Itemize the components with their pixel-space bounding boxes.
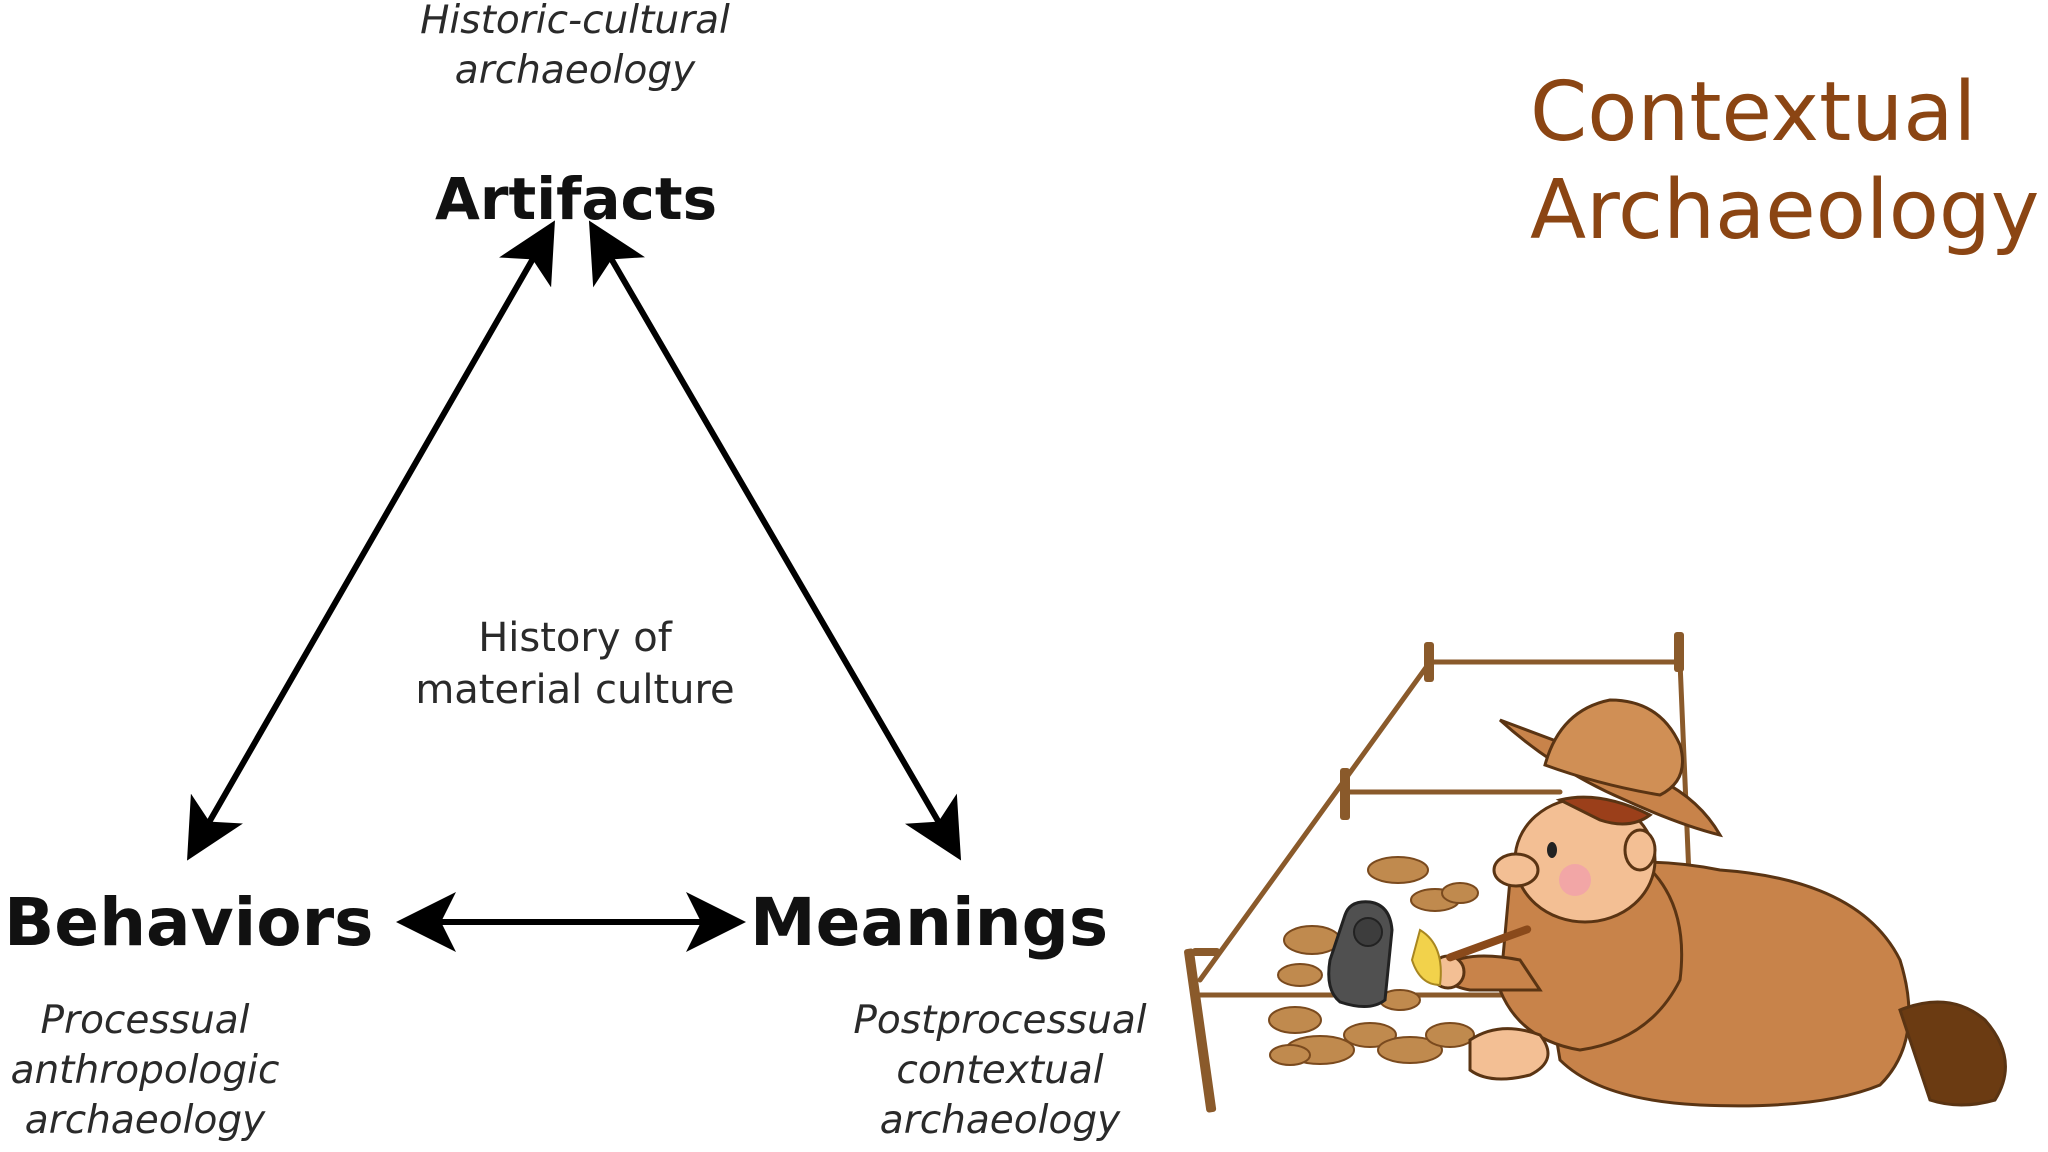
node-behaviors: Behaviors (4, 884, 374, 961)
school-label-artifacts: Historic-cultural archaeology (395, 0, 755, 96)
explorer-hat (1498, 698, 1724, 838)
school-line: archaeology (879, 1097, 1121, 1143)
center-line: material culture (415, 667, 735, 713)
school-label-meanings: Postprocessual contextual archaeology (840, 996, 1160, 1146)
brush-tool (1410, 925, 1532, 987)
archaeologist (1430, 795, 2007, 1108)
dug-up-artifact (1327, 900, 1394, 1008)
center-line: History of (478, 615, 672, 661)
slide-title: Contextual Archaeology (1530, 64, 2039, 261)
excavated-stones (1268, 856, 1479, 1066)
school-line: archaeology (24, 1097, 266, 1143)
school-line: Processual (40, 998, 250, 1043)
title-line: Contextual (1530, 65, 1977, 160)
node-artifacts: Artifacts (435, 165, 718, 233)
grid-stakes (1184, 632, 1684, 1113)
title-line: Archaeology (1530, 163, 2040, 259)
school-label-behaviors: Processual anthropologic archaeology (0, 996, 295, 1146)
school-line: contextual (896, 1047, 1104, 1093)
center-label: History of material culture (380, 612, 770, 716)
school-line: Historic-cultural (420, 0, 730, 43)
school-line: archaeology (454, 47, 696, 93)
school-line: anthropologic (10, 1047, 280, 1093)
arrow-artifacts-behaviors (187, 220, 555, 861)
node-meanings: Meanings (750, 884, 1109, 961)
arrow-artifacts-meanings (588, 220, 962, 861)
school-line: Postprocessual (853, 998, 1147, 1043)
